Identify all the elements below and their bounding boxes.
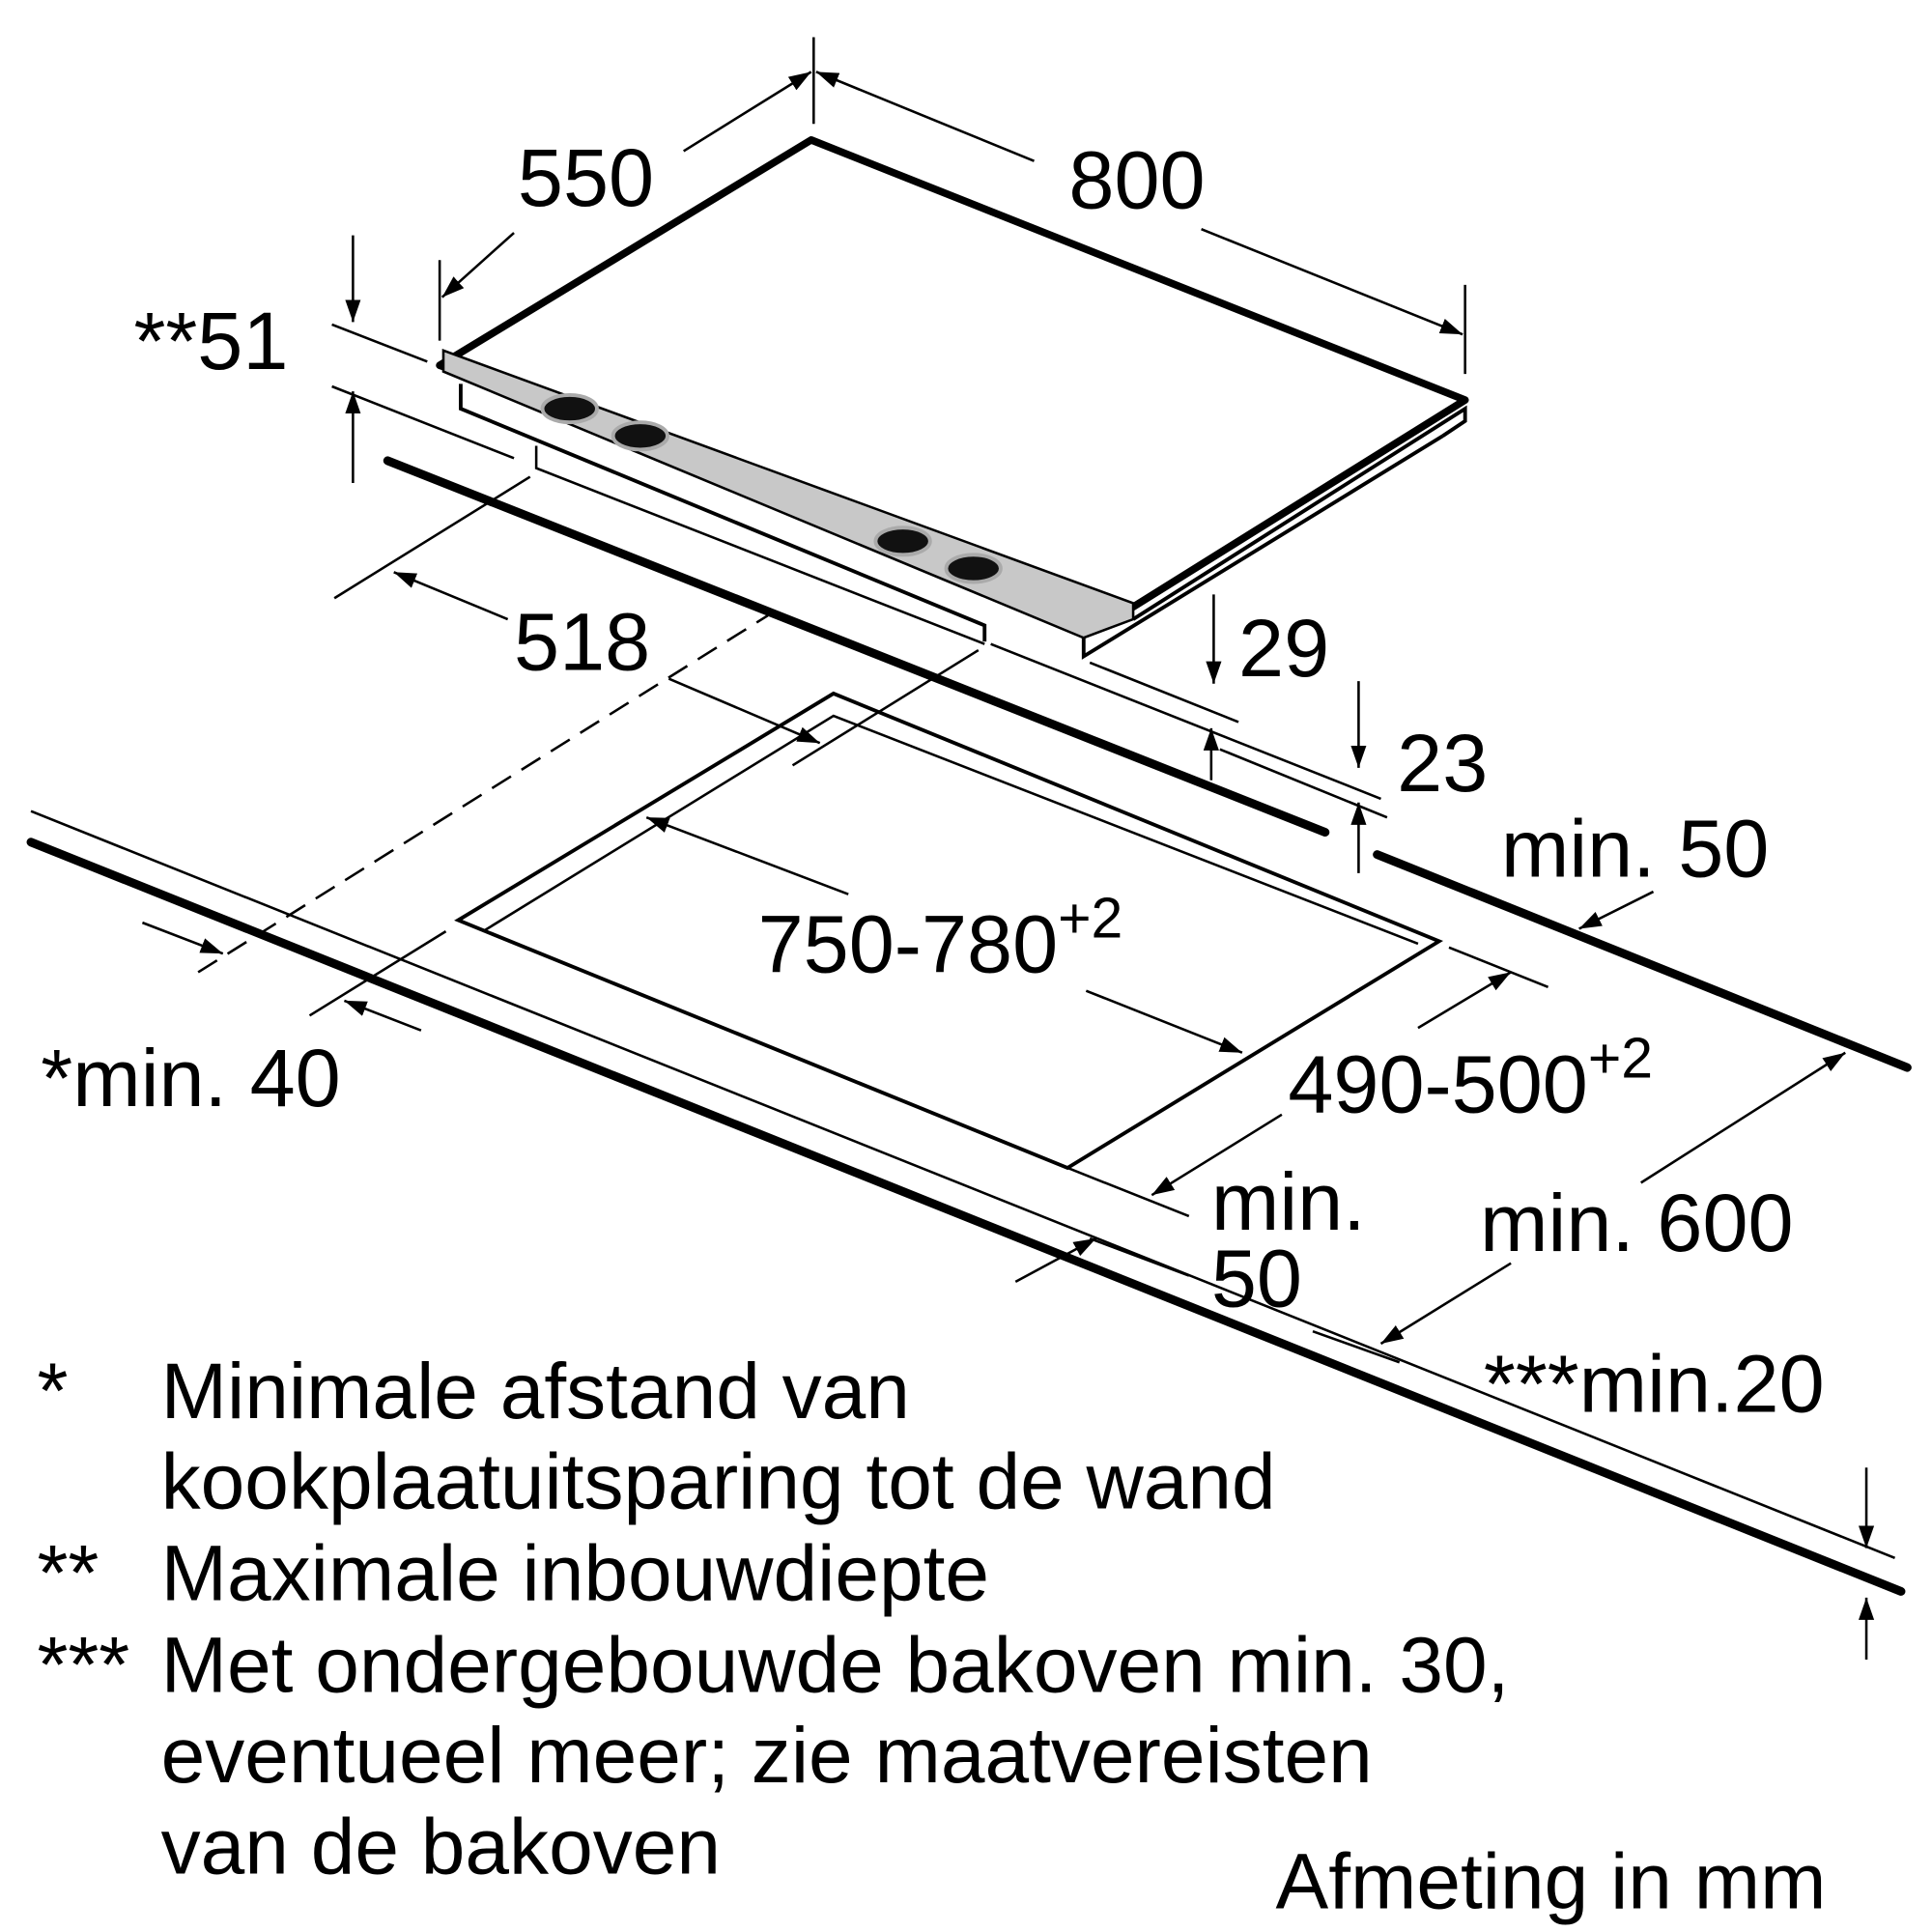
hob-right-edge	[1132, 405, 1467, 621]
note-mark: **	[37, 1529, 99, 1617]
cutout	[454, 691, 1443, 1171]
hob-base	[534, 445, 985, 645]
worktop	[26, 456, 1912, 1596]
dim-min-right: min. 50	[1501, 803, 1769, 895]
dim-min-thickness: ***min.20	[1484, 1338, 1825, 1430]
dim-cutout-depth-tolerance: +2	[1588, 1027, 1653, 1090]
dimension-lines	[141, 37, 1875, 1660]
dim-lower-height: 23	[1397, 717, 1488, 809]
dim-cutout-width-value: 750-780	[758, 897, 1059, 989]
note-text: Maximale inbouwdiepte	[161, 1529, 989, 1617]
footnotes: * Minimale afstand van kookplaatuitspari…	[37, 1348, 1509, 1891]
note-text: van de bakoven	[161, 1804, 721, 1891]
hob	[436, 136, 1469, 660]
note-text: eventueel meer; zie maatvereisten	[161, 1712, 1373, 1800]
dim-cutout-width-tolerance: +2	[1058, 888, 1122, 951]
dim-min-worktop: min. 600	[1480, 1177, 1794, 1268]
unit-label: Afmeting in mm	[1276, 1838, 1827, 1926]
dim-max-depth: **51	[133, 295, 288, 386]
note-mark: *	[37, 1348, 68, 1435]
dim-min-front-line1: min.	[1211, 1155, 1366, 1247]
dim-min-wall: *min. 40	[41, 1032, 340, 1123]
knob-icon	[611, 420, 669, 452]
dim-front-height: 29	[1238, 602, 1329, 694]
dim-cutout-depth: 490-500+2	[1288, 1027, 1653, 1129]
dim-hob-depth: 550	[518, 131, 654, 223]
hob-front-bottom	[1081, 434, 1444, 660]
dim-hob-width: 800	[1068, 133, 1205, 225]
hob-underside	[459, 384, 987, 642]
wall-line	[197, 614, 769, 974]
knob-icon	[873, 526, 932, 557]
note-mark: ***	[37, 1621, 129, 1709]
dim-cutout-depth-value: 490-500	[1288, 1037, 1588, 1129]
dim-cutout-width: 750-780+2	[758, 888, 1123, 990]
dim-min-front-line2: 50	[1211, 1233, 1302, 1324]
note-text: kookplaatuitsparing tot de wand	[161, 1438, 1276, 1526]
knob-icon	[944, 553, 1003, 584]
dim-cutout-offset: 518	[514, 596, 650, 688]
note-text: Met ondergebouwde bakoven min. 30,	[161, 1621, 1510, 1709]
knob-icon	[540, 393, 599, 425]
note-text: Minimale afstand van	[161, 1348, 910, 1435]
